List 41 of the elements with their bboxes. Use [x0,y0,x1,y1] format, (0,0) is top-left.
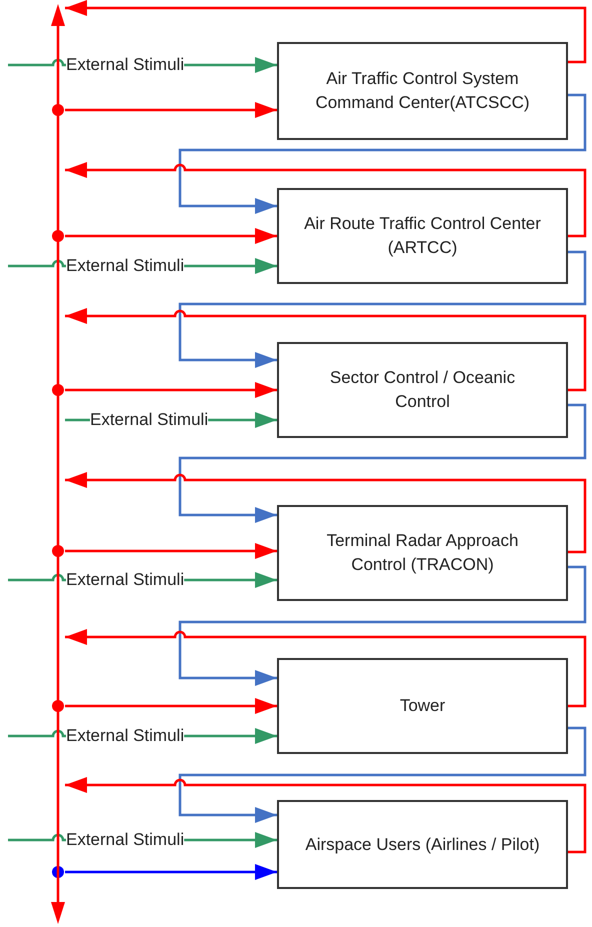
arrow [65,382,277,398]
arrow [65,698,277,714]
connector-line [65,418,90,422]
arrow [178,726,586,823]
arrow [184,572,277,588]
connector-line [8,58,66,66]
bus-line [51,4,65,924]
connector-line [8,730,66,738]
arrow [65,543,277,559]
box-text: Tower [400,695,446,717]
arrow [65,102,277,118]
connector-line [8,260,66,268]
process-box [277,505,568,601]
arrow [65,0,586,64]
arrow [184,832,277,848]
connector-line [8,834,66,842]
arrow [65,864,277,880]
box-text: Terminal Radar Approach Control (TRACON) [326,530,520,576]
arrow [178,404,586,523]
process-box [277,800,568,889]
arrow [65,629,586,708]
arrow [178,94,586,214]
box-text: Sector Control / Oceanic Control [328,367,516,413]
arrow [184,57,277,73]
process-box [277,42,568,140]
arrow [184,258,277,274]
arrow [65,472,586,554]
connector-line [8,574,66,582]
arrow [65,228,277,244]
box-text: Air Traffic Control System Command Center(ATCSCC) [314,68,531,114]
arrow [178,566,586,686]
box-text: Air Route Traffic Control Center (ARTCC) [303,213,542,259]
arrow [65,162,586,238]
process-box [277,658,568,754]
arrow [65,308,586,392]
process-box [277,188,568,284]
arrow [184,728,277,744]
box-text: Airspace Users (Airlines / Pilot) [305,834,540,856]
arrow [178,250,586,368]
arrow [208,412,277,428]
process-box [277,342,568,438]
